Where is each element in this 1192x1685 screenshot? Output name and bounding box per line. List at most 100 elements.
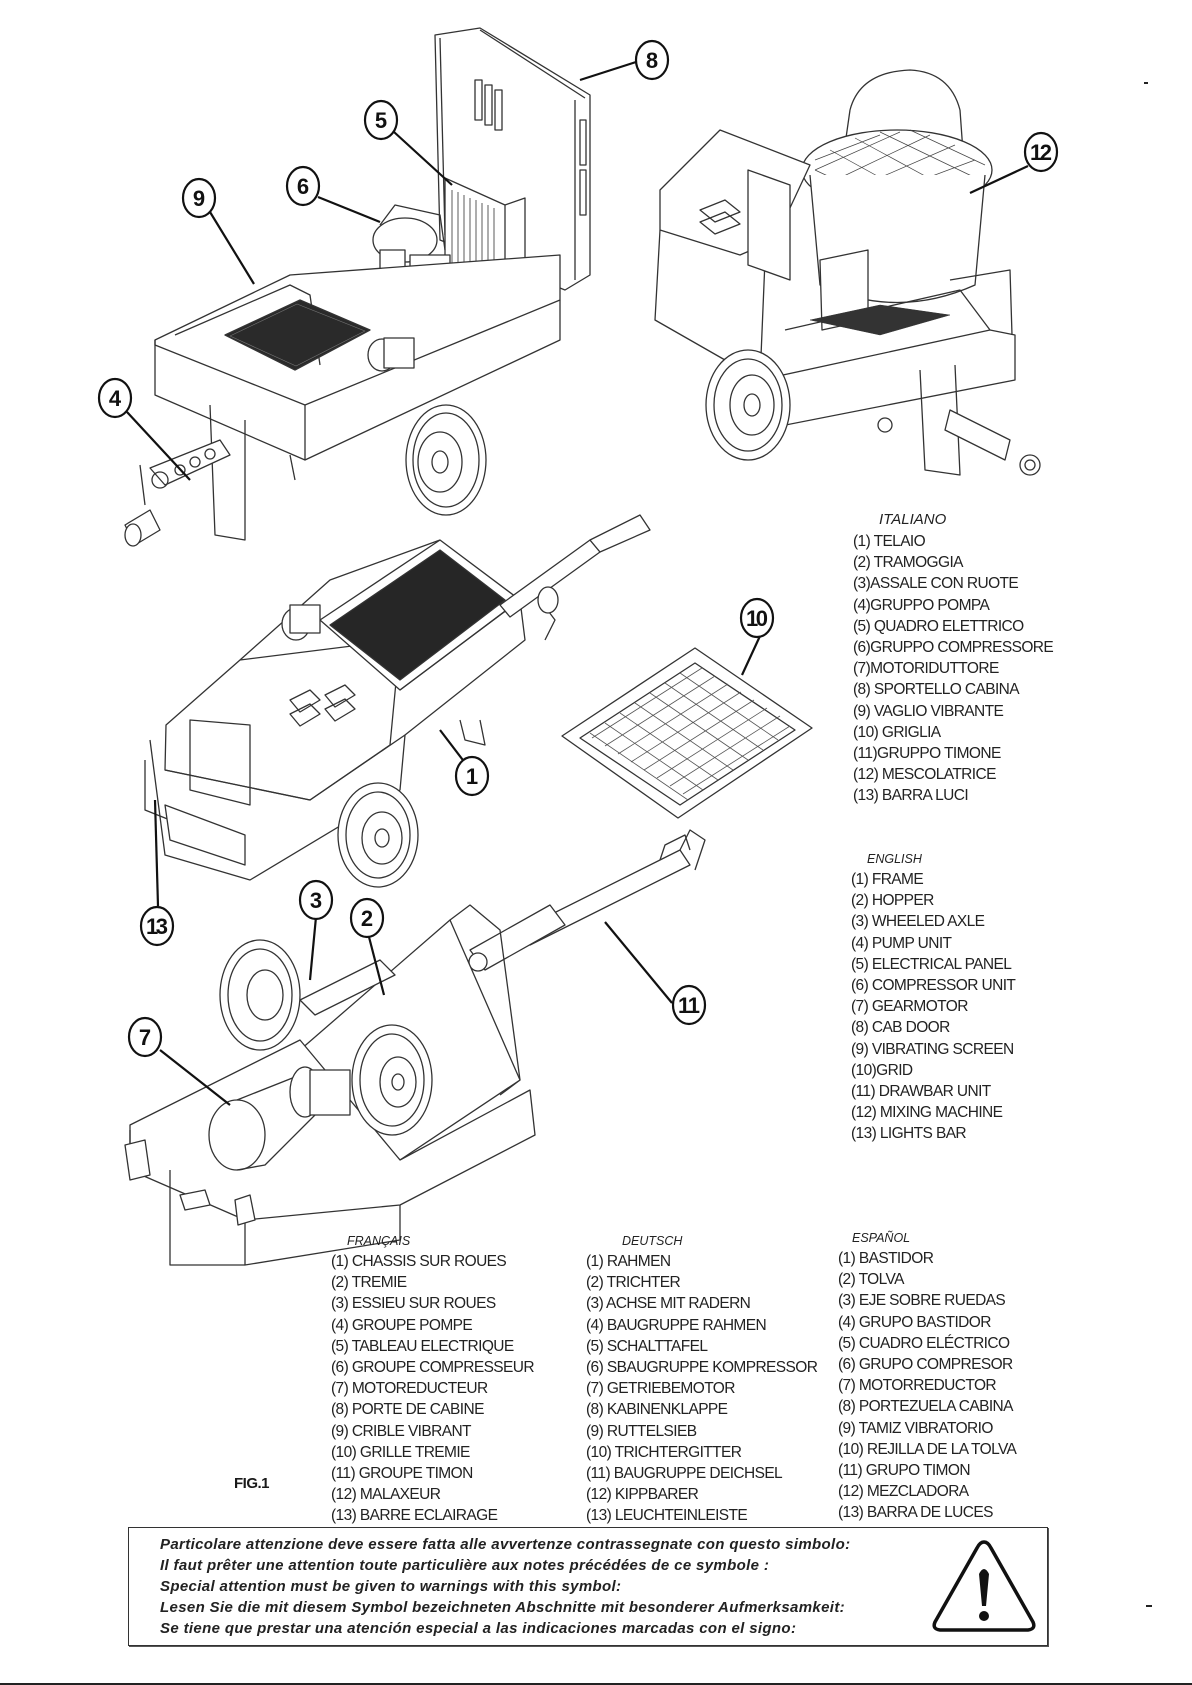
legend-item: (3) WHEELED AXLE [851, 913, 985, 931]
legend-item: (1) CHASSIS SUR ROUES [331, 1253, 507, 1270]
legend-item: (5) SCHALTTAFEL [586, 1337, 708, 1355]
legend-item: (12) KIPPBARER [586, 1486, 699, 1504]
legend-item: (12) MALAXEUR [331, 1486, 441, 1504]
legend-item: (6) SBAUGRUPPE KOMPRESSOR [586, 1359, 818, 1377]
legend-item: (9) RUTTELSIEB [586, 1422, 697, 1440]
legend-item: (4)GRUPPO POMPA [853, 596, 990, 614]
legend-item: (2) TREMIE [331, 1274, 407, 1292]
callout-circle [1023, 131, 1059, 173]
warning-notice-box: Particolare attenzione deve essere fatta… [128, 1527, 1048, 1646]
legend-item: (1) RAHMEN [586, 1253, 671, 1270]
warning-line-en: Special attention must be given to warni… [160, 1578, 622, 1595]
callout-3: 3 [298, 879, 334, 921]
legend-title: ITALIANO [879, 511, 947, 528]
callout-12: 12 [1023, 131, 1059, 173]
machine-chassis-illustration [124, 829, 706, 1266]
legend-item: (2) HOPPER [851, 892, 934, 910]
warning-triangle-icon [932, 1540, 1036, 1632]
warning-line-de: Lesen Sie die mit diesem Symbol bezeichn… [160, 1599, 846, 1616]
legend-item: (8) PORTE DE CABINE [331, 1401, 484, 1419]
callout-11: 11 [671, 984, 707, 1026]
callout-circle [349, 897, 385, 939]
legend-item: (13) BARRA LUCI [853, 787, 969, 805]
callout-number: 9 [193, 186, 205, 211]
callout-6: 6 [285, 165, 321, 207]
warning-line-es: Se tiene que prestar una atención especi… [160, 1620, 797, 1637]
legend-item: (9) VIBRATING SCREEN [851, 1040, 1014, 1058]
legend-item: (6) GRUPO COMPRESOR [838, 1356, 1013, 1374]
callout-7: 7 [127, 1016, 163, 1058]
callout-number: 11 [678, 993, 700, 1018]
legend-item: (13) BARRE ECLAIRAGE [331, 1507, 498, 1525]
callout-4: 4 [97, 377, 133, 419]
callout-number: 6 [297, 174, 309, 199]
callout-2: 2 [349, 897, 385, 939]
legend-item: (2) TOLVA [838, 1271, 904, 1289]
legend-english: ENGLISH (1) FRAME (2) HOPPER (3) WHEELED A… [851, 852, 1016, 1145]
legend-item: (4) GROUPE POMPE [331, 1316, 473, 1334]
legend-item: (4) BAUGRUPPE RAHMEN [586, 1316, 767, 1334]
legend-item: (11)GRUPPO TIMONE [853, 745, 1001, 763]
legend-item: (2) TRAMOGGIA [853, 554, 964, 572]
legend-item: (2) TRICHTER [586, 1274, 681, 1292]
legend-item: (10) GRIGLIA [853, 723, 941, 741]
callout-number: 3 [310, 888, 322, 913]
warning-line-fr: Il faut prêter une attention toute parti… [160, 1557, 770, 1574]
machine-open-cab-illustration [124, 27, 591, 547]
callout-circle [634, 39, 670, 81]
legend-item: (13) LIGHTS BAR [851, 1125, 967, 1143]
callout-circle [139, 905, 175, 947]
legend-item: (10) GRILLE TREMIE [331, 1443, 470, 1461]
legend-title: ENGLISH [867, 852, 922, 866]
callout-circle [285, 165, 321, 207]
margin-mark [1144, 82, 1148, 84]
legend-francais: FRANÇAIS (1) CHASSIS SUR ROUES (2) TREMIE… [331, 1234, 535, 1527]
callout-9: 9 [181, 177, 217, 219]
callout-circle [127, 1016, 163, 1058]
callout-circle [454, 755, 490, 797]
legend-item: (11) GROUPE TIMON [331, 1465, 473, 1483]
legend-item: (11) GRUPO TIMON [838, 1462, 971, 1480]
legend-title: ESPAÑOL [852, 1231, 911, 1245]
callout-10: 10 [739, 597, 775, 639]
warning-line-it: Particolare attenzione deve essere fatta… [160, 1536, 851, 1553]
legend-item: (13) BARRA DE LUCES [838, 1504, 993, 1522]
callout-8: 8 [634, 39, 670, 81]
legend-item: (5) TABLEAU ELECTRIQUE [331, 1337, 514, 1355]
legend-item: (1) FRAME [851, 871, 924, 888]
legend-item: (1) BASTIDOR [838, 1250, 934, 1267]
legend-title: DEUTSCH [622, 1234, 683, 1248]
legend-item: (7) GETRIEBEMOTOR [586, 1380, 735, 1398]
legend-item: (1) TELAIO [853, 533, 926, 550]
legend-item: (7)MOTORIDUTTORE [853, 660, 999, 678]
legend-item: (6)GRUPPO COMPRESSORE [853, 639, 1054, 657]
legend-deutsch: DEUTSCH (1) RAHMEN (2) TRICHTER (3) ACHSE … [586, 1234, 818, 1527]
legend-item: (9) VAGLIO VIBRANTE [853, 702, 1004, 720]
legend-item: (7) MOTORREDUCTOR [838, 1377, 997, 1395]
legend-italiano: ITALIANO (1) TELAIO (2) TRAMOGGIA (3)ASSAL… [853, 511, 1054, 807]
callout-number: 5 [375, 108, 387, 133]
machine-mixer-illustration [654, 69, 1041, 476]
legend-item: (5) CUADRO ELÉCTRICO [838, 1334, 1010, 1352]
legend-item: (10)GRID [851, 1061, 913, 1079]
callout-number: 8 [646, 48, 658, 73]
legend-item: (5) ELECTRICAL PANEL [851, 955, 1012, 973]
legend-item: (10) REJILLA DE LA TOLVA [838, 1440, 1017, 1458]
callout-number: 10 [746, 606, 768, 631]
callout-number: 2 [361, 906, 373, 931]
legend-item: (3)ASSALE CON RUOTE [853, 575, 1019, 593]
legend-item: (6) COMPRESSOR UNIT [851, 977, 1016, 995]
legend-item: (9) CRIBLE VIBRANT [331, 1422, 472, 1440]
legend-espanol: ESPAÑOL (1) BASTIDOR(2) TOLVA(3) EJE SOB… [838, 1231, 1017, 1524]
callout-5: 5 [363, 99, 399, 141]
machine-closed-illustration [144, 514, 651, 888]
legend-item: (3) ACHSE MIT RADERN [586, 1295, 751, 1313]
callout-circle [363, 99, 399, 141]
legend-item: (7) GEARMOTOR [851, 998, 968, 1016]
legend-item: (4) PUMP UNIT [851, 934, 952, 952]
callout-number: 7 [139, 1025, 151, 1050]
legend-title: FRANÇAIS [347, 1234, 411, 1248]
callouts [126, 60, 1029, 1106]
legend-item: (11) BAUGRUPPE DEICHSEL [586, 1465, 783, 1483]
